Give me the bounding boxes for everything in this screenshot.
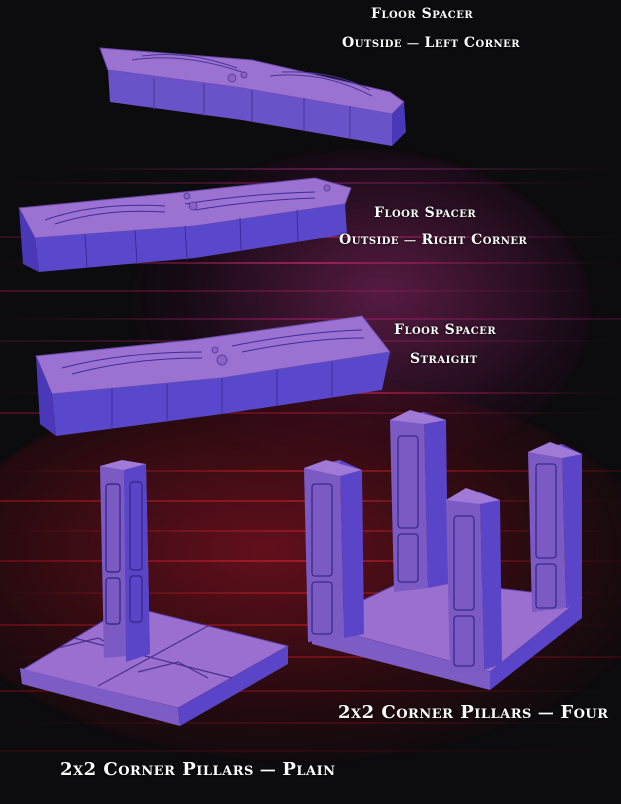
floor-spacer-left-subtitle: Outside ⏤ Left Corner	[342, 35, 521, 51]
floor-spacer-left-model	[99, 47, 406, 146]
pillars-plain-model	[20, 460, 290, 726]
floor-spacer-straight-subtitle: Straight	[410, 351, 478, 367]
floor-spacer-right-title: Floor Spacer	[374, 205, 477, 221]
floor-spacer-left-title: Floor Spacer	[371, 6, 474, 22]
floor-spacer-right-subtitle: Outside ⏤ Right Corner	[339, 232, 528, 248]
pillars-four-title: 2x2 Corner Pillars ⏤ Four	[338, 702, 609, 723]
pillars-plain-title: 2x2 Corner Pillars ⏤ Plain	[60, 759, 336, 780]
floor-spacer-straight-title: Floor Spacer	[394, 322, 497, 338]
pillars-four-model	[304, 410, 584, 690]
floor-spacer-straight-model	[35, 315, 391, 436]
floor-spacer-right-model	[18, 177, 352, 272]
